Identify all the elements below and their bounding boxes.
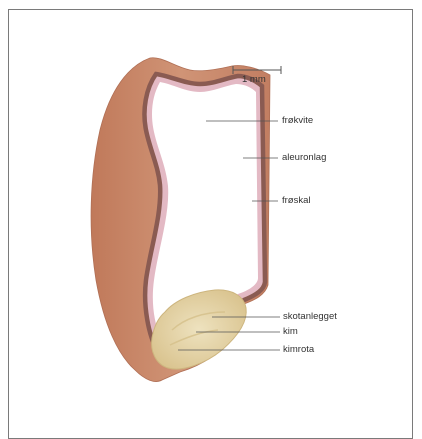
figure-frame: 1 mm frøkvite aleuronlag frøskal skotanl… — [0, 0, 422, 427]
label-aleurone: aleuronlag — [282, 153, 326, 163]
label-root: kimrota — [283, 345, 314, 355]
scale-label: 1 mm — [242, 75, 266, 85]
label-endosperm: frøkvite — [282, 116, 313, 126]
grain-illustration — [0, 0, 422, 427]
label-shoot: skotanlegget — [283, 312, 337, 322]
label-seed-coat: frøskal — [282, 196, 311, 206]
label-embryo: kim — [283, 327, 298, 337]
